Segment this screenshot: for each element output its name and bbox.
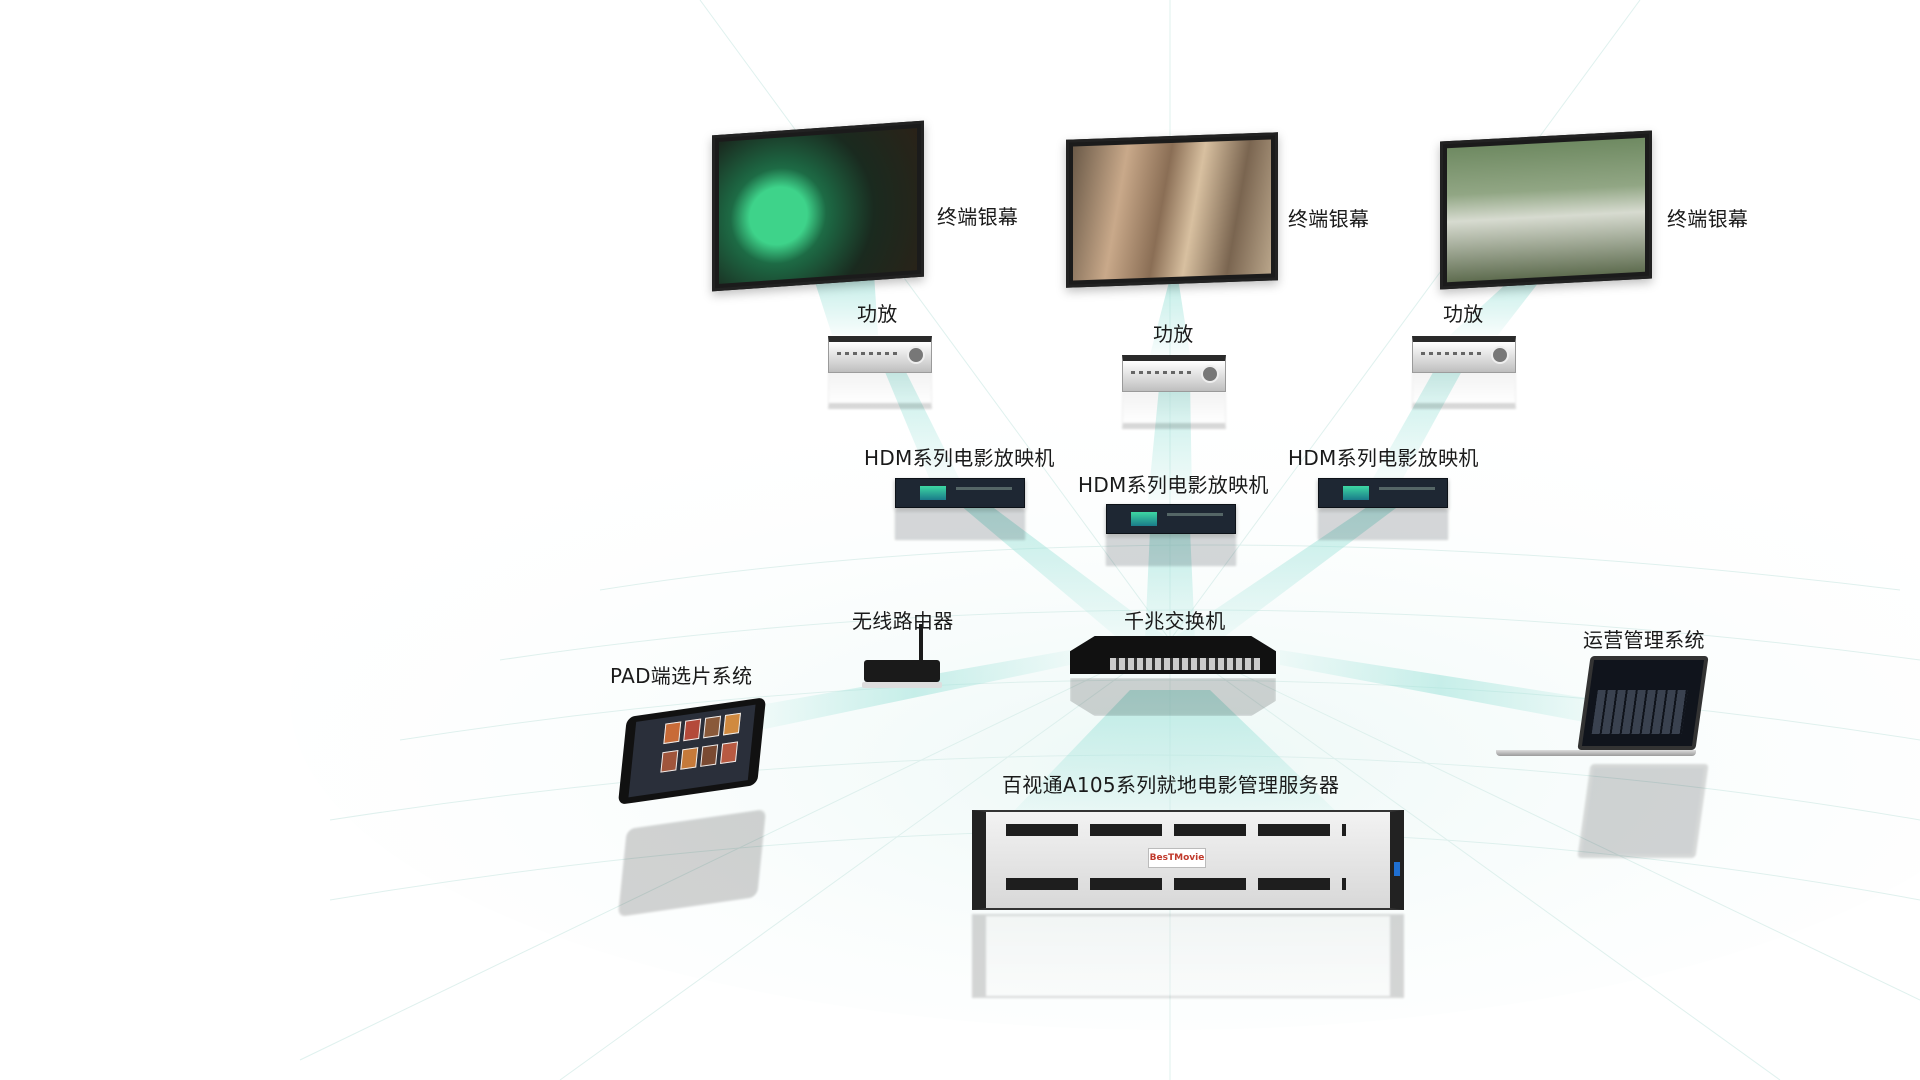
amp-label: 功放 [1443,302,1484,326]
amplifier-icon [1412,336,1516,373]
server-logo: BesTMovie [1148,848,1206,868]
projector-icon [1106,504,1236,534]
pad-label: PAD端选片系统 [610,664,753,688]
screen-label: 终端银幕 [1288,207,1370,231]
router-label: 无线路由器 [852,609,954,633]
amplifier-icon [828,336,932,373]
projector-reflection [1318,510,1448,540]
screen-label: 终端银幕 [937,205,1019,229]
amplifier-reflection [1122,392,1226,429]
amplifier-icon [1122,355,1226,392]
projector-label: HDM系列电影放映机 [864,446,1055,470]
switch-icon [1070,636,1276,674]
switch-reflection [1070,678,1276,716]
amp-label: 功放 [857,302,898,326]
projector-label: HDM系列电影放映机 [1078,473,1269,497]
amplifier-reflection [1412,372,1516,409]
ops-label: 运营管理系统 [1583,628,1705,652]
laptop-icon [1577,656,1709,750]
projector-icon [1318,478,1448,508]
switch-label: 千兆交换机 [1124,609,1226,633]
laptop-base [1496,750,1696,756]
server-icon: BesTMovie [972,810,1404,910]
projector-icon [895,478,1025,508]
projector-reflection [895,510,1025,540]
router-icon [862,624,942,688]
projector-reflection [1106,536,1236,566]
tv-screen-icon [712,120,924,292]
tv-screen-icon [1440,130,1652,290]
server-reflection [972,914,1404,998]
projector-label: HDM系列电影放映机 [1288,446,1479,470]
server-label: 百视通A105系列就地电影管理服务器 [1002,773,1340,797]
tv-screen-icon [1066,132,1278,288]
screen-label: 终端银幕 [1667,207,1749,231]
amp-label: 功放 [1153,322,1194,346]
laptop-reflection [1577,764,1709,858]
amplifier-reflection [828,372,932,409]
